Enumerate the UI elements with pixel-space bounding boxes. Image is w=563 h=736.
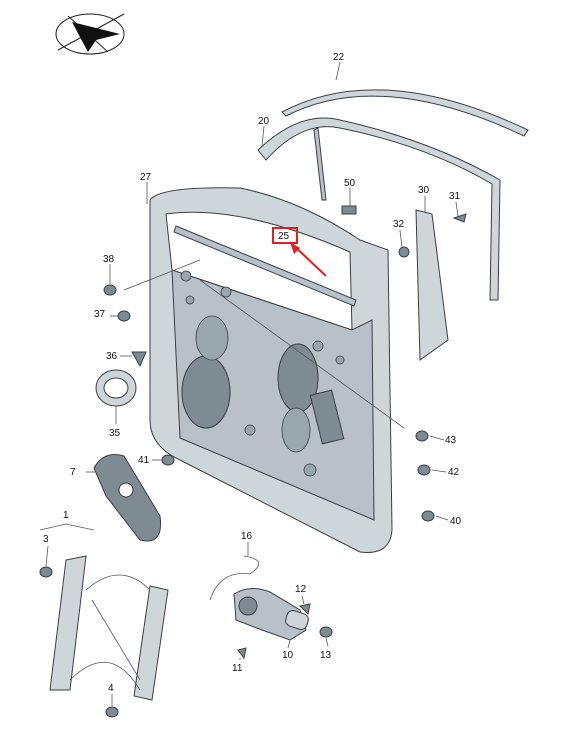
nut-3 (39, 566, 53, 578)
label-11: 11 (232, 663, 243, 674)
label-13: 13 (320, 650, 332, 661)
window-channel-25 (173, 225, 357, 307)
grommet-37 (117, 310, 131, 322)
label-22: 22 (333, 52, 345, 63)
frame-seal-20 (257, 117, 501, 301)
label-35: 35 (109, 428, 121, 439)
motor-10 (233, 588, 309, 641)
pillar-trim-30 (415, 209, 449, 361)
north-arrow-icon (55, 13, 125, 55)
speaker-seal-35 (95, 369, 137, 407)
label-10: 10 (282, 650, 294, 661)
label-31: 31 (449, 191, 461, 202)
plug-36 (131, 351, 147, 368)
nut-40 (421, 510, 435, 522)
label-4: 4 (108, 683, 114, 694)
window-regulator-1 (49, 555, 169, 701)
seal-7 (93, 454, 162, 542)
label-36: 36 (106, 351, 118, 362)
nut-41 (161, 454, 175, 466)
label-30: 30 (418, 185, 430, 196)
label-40: 40 (450, 516, 462, 527)
screw-31 (452, 213, 467, 223)
screw-12 (298, 603, 311, 616)
highlight-box-25 (272, 227, 298, 244)
door-inner-panel (149, 187, 393, 554)
highlight-arrowhead (290, 242, 300, 254)
label-37: 37 (94, 309, 106, 320)
label-38: 38 (103, 254, 115, 265)
screw-11 (237, 647, 247, 660)
label-42: 42 (448, 467, 460, 478)
label-20: 20 (258, 116, 270, 127)
label-50: 50 (344, 178, 356, 189)
label-43: 43 (445, 435, 457, 446)
grommet-38 (103, 284, 117, 296)
clip-50 (341, 205, 357, 215)
label-41: 41 (138, 455, 150, 466)
nut-43 (415, 430, 429, 442)
label-27: 27 (140, 172, 152, 183)
nut-13 (319, 626, 333, 638)
roof-seal-22 (281, 89, 529, 137)
nut-42 (417, 464, 431, 476)
label-16: 16 (241, 531, 253, 542)
label-3: 3 (43, 534, 49, 545)
cap-32 (398, 246, 410, 258)
cable-16 (209, 555, 259, 601)
nut-4 (105, 706, 119, 718)
label-12: 12 (295, 584, 307, 595)
label-1: 1 (63, 510, 69, 521)
label-25: 25 (278, 231, 290, 242)
label-32: 32 (393, 219, 405, 230)
label-7: 7 (70, 467, 76, 478)
